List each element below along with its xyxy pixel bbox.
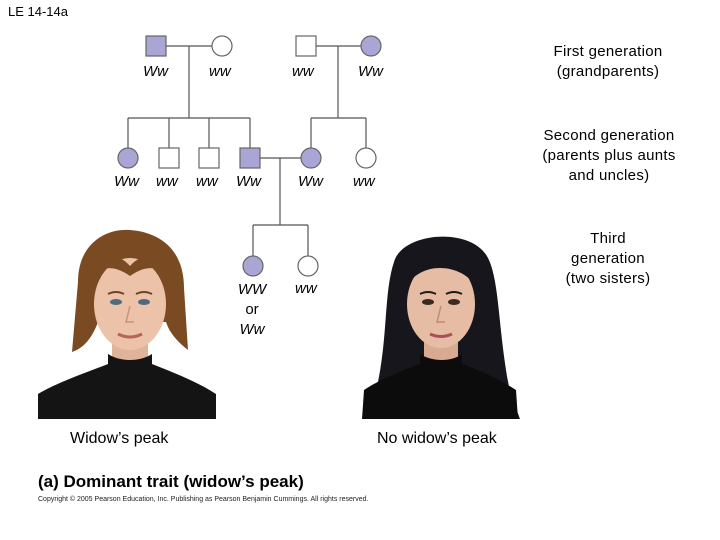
first-generation-line-2: (grandparents) xyxy=(556,63,660,80)
genotype-g3-left-line-3: Ww xyxy=(239,321,265,338)
genotype-g2-5: Ww xyxy=(298,173,323,190)
genotype-g3-left-line-2: or xyxy=(245,301,259,318)
sister-affected xyxy=(242,255,264,277)
genotype-g1-1: Ww xyxy=(143,63,168,80)
genotype-g2-2: ww xyxy=(156,173,178,190)
third-generation-line-1: Third xyxy=(590,230,626,247)
aunt-affected xyxy=(117,147,139,169)
third-generation-line-2: generation xyxy=(571,250,645,267)
genotype-g3-left-line-1: WW xyxy=(237,281,267,298)
genotype-g2-3: ww xyxy=(196,173,218,190)
genotype-g2-1: Ww xyxy=(114,173,139,190)
sister-unaffected xyxy=(297,255,319,277)
aunt-right xyxy=(355,147,377,169)
figure-title: (a) Dominant trait (widow’s peak) xyxy=(38,472,304,491)
photo-no-widows-peak xyxy=(342,222,534,419)
genotype-g3-left: WW or Ww xyxy=(230,280,274,340)
woman-with-widows-peak-image xyxy=(38,222,216,419)
pedigree-lines xyxy=(127,45,367,256)
grandfather-right xyxy=(295,35,317,57)
second-generation-line-1: Second generation xyxy=(543,127,675,144)
uncle-2 xyxy=(198,147,220,169)
second-generation-line-2: (parents plus aunts xyxy=(542,147,676,164)
caption-widows-peak: Widow’s peak xyxy=(70,430,169,447)
genotype-g1-2: ww xyxy=(209,63,231,80)
grandmother-left xyxy=(211,35,233,57)
genotype-g3-right: ww xyxy=(295,280,317,297)
father-affected xyxy=(239,147,261,169)
photo-widows-peak xyxy=(38,222,216,419)
copyright-notice: Copyright © 2005 Pearson Education, Inc.… xyxy=(38,496,369,503)
second-generation-label: Second generation (parents plus aunts an… xyxy=(520,126,698,186)
second-generation-line-3: and uncles) xyxy=(568,167,650,184)
genotype-g1-3: ww xyxy=(292,63,314,80)
genotype-g2-4: Ww xyxy=(236,173,261,190)
mother-affected xyxy=(300,147,322,169)
grandfather-left-affected xyxy=(145,35,167,57)
third-generation-label: Third generation (two sisters) xyxy=(538,229,678,289)
caption-no-widows-peak: No widow’s peak xyxy=(377,430,497,447)
first-generation-label: First generation (grandparents) xyxy=(528,42,688,82)
grandmother-right-affected xyxy=(360,35,382,57)
figure-label: LE 14-14a xyxy=(8,4,68,19)
genotype-g2-6: ww xyxy=(353,173,375,190)
first-generation-line-1: First generation xyxy=(553,43,663,60)
uncle-1 xyxy=(158,147,180,169)
pedigree-symbols xyxy=(117,35,382,277)
woman-without-widows-peak-image xyxy=(342,222,534,419)
genotype-g1-4: Ww xyxy=(358,63,383,80)
third-generation-line-3: (two sisters) xyxy=(565,270,651,287)
